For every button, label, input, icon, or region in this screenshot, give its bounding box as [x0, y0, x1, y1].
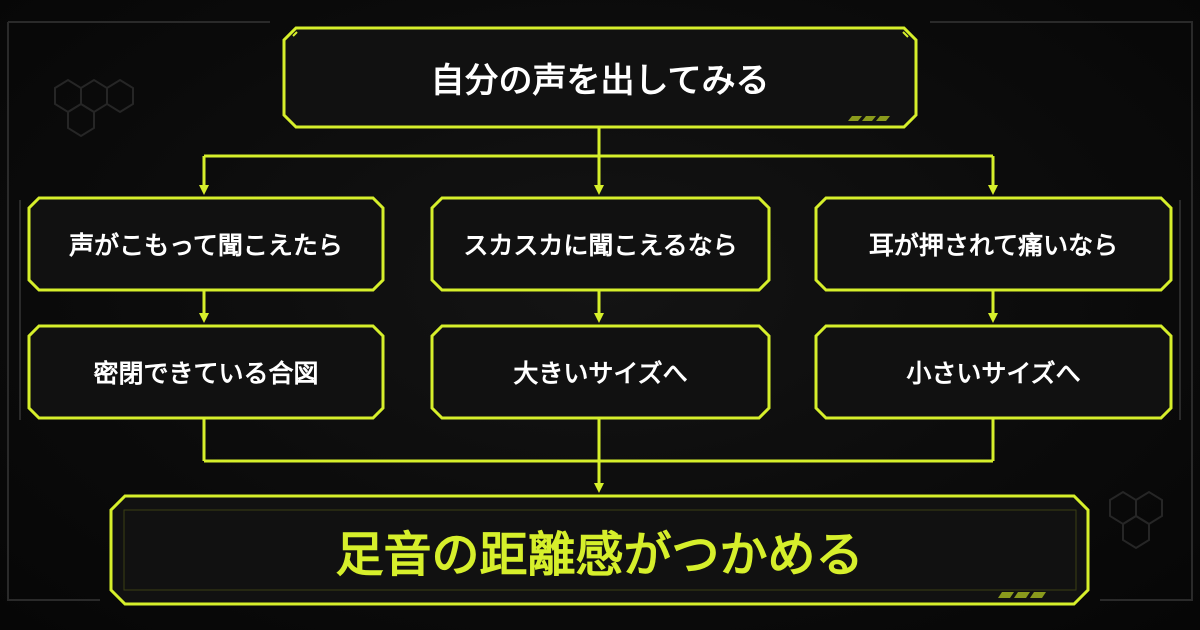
hexagon-decoration-right	[1109, 490, 1163, 550]
result-label: 小さいサイズへ	[906, 359, 1081, 388]
top-box-stripes	[848, 116, 890, 121]
row1-box-shapes	[27, 196, 1173, 292]
condition-label: スカスカに聞こえるなら	[463, 231, 738, 260]
result-box-smaller: 小さいサイズへ	[816, 326, 1171, 418]
connector-top-branch	[199, 127, 998, 195]
bottom-box-shape	[109, 494, 1090, 606]
condition-label: 耳が押されて痛いなら	[868, 231, 1119, 260]
hexagon-decoration-left	[54, 78, 134, 138]
bottom-box-stripes	[998, 592, 1046, 598]
connector-row1-row2	[199, 290, 998, 323]
row2-box-shapes	[27, 324, 1173, 420]
condition-box-loose: スカスカに聞こえるなら	[432, 198, 769, 290]
connector-merge-bottom	[202, 418, 995, 493]
condition-box-painful: 耳が押されて痛いなら	[816, 198, 1171, 290]
condition-box-muffled: 声がこもって聞こえたら	[29, 198, 383, 290]
conclusion-label: 足音の距離感がつかめる	[335, 527, 864, 583]
top-box-shape	[282, 26, 918, 129]
conclusion-box: 足音の距離感がつかめる	[111, 496, 1088, 604]
top-step-label: 自分の声を出してみる	[430, 61, 770, 101]
result-label: 大きいサイズへ	[513, 359, 688, 388]
result-label: 密閉できている合図	[93, 359, 319, 388]
result-box-larger: 大きいサイズへ	[432, 326, 769, 418]
top-step-box: 自分の声を出してみる	[284, 28, 916, 127]
result-box-sealed: 密閉できている合図	[29, 326, 383, 418]
background-frame-decoration	[7, 21, 1193, 601]
condition-label: 声がこもって聞こえたら	[69, 231, 343, 260]
